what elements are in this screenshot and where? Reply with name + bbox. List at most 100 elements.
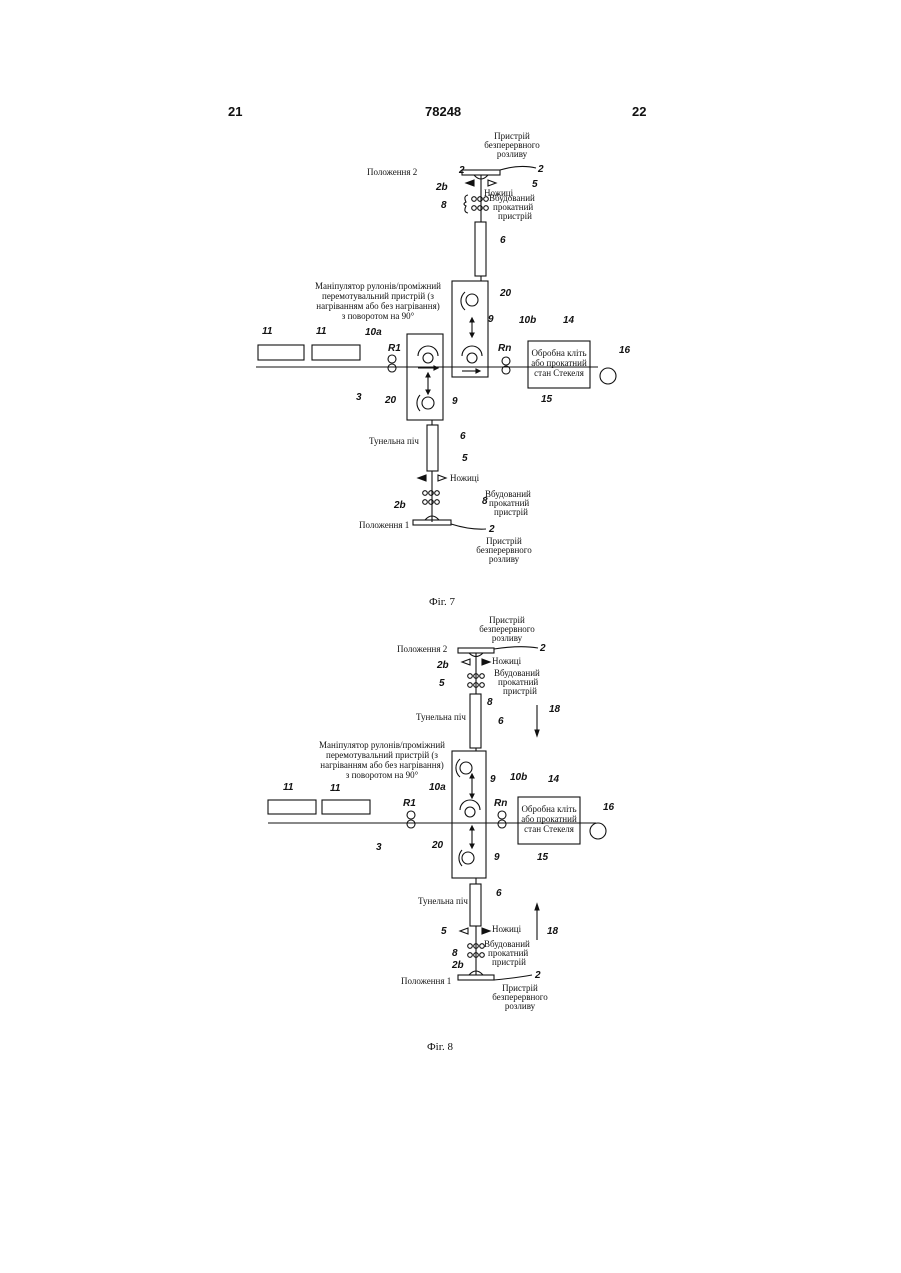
arrow-1-down — [470, 794, 474, 798]
coil-store-2 — [322, 800, 370, 814]
ref-2b: 2b — [435, 182, 448, 193]
ref-Rn: Rn — [494, 798, 507, 809]
position-1-label: Положення 1 — [401, 976, 451, 986]
rolling-bottom-label-3: пристрій — [492, 957, 526, 967]
arrow-2-down — [470, 844, 474, 848]
manipulator-label-2: перемотувальний пристрій (з — [326, 750, 438, 760]
position-2-label: Положення 2 — [397, 644, 447, 654]
coil-upper-2 — [467, 353, 477, 363]
brace-8 — [464, 195, 468, 213]
roll-Rn-bottom — [498, 820, 506, 828]
finishing-label-2: або прокатний — [521, 814, 577, 824]
ref-11b: 11 — [330, 783, 341, 794]
coil-lower-1 — [423, 353, 433, 363]
position-1-label: Положення 1 — [359, 520, 409, 530]
ref-5: 5 — [439, 678, 445, 689]
shear-right-bottom — [482, 928, 490, 934]
finishing-label-3: стан Стекеля — [524, 824, 574, 834]
ref-11b: 11 — [316, 326, 327, 337]
coil-upper-1 — [466, 294, 478, 306]
ref-8: 8 — [441, 200, 447, 211]
shear-left-bottom — [460, 928, 468, 934]
roll-R1-bottom — [388, 364, 396, 372]
casting-top-label-3: розливу — [492, 633, 523, 643]
ref-3: 3 — [376, 842, 382, 853]
tunnel-top-label: Тунельна піч — [416, 712, 466, 722]
ref-14: 14 — [563, 315, 575, 326]
ref-11a: 11 — [262, 326, 273, 337]
ref-15: 15 — [541, 394, 553, 405]
shear-right-bottom — [438, 475, 446, 481]
ref-R1: R1 — [388, 343, 401, 354]
ref-8: 8 — [487, 697, 493, 708]
figure-7-caption: Фіг. 7 — [429, 596, 456, 608]
coil-store-2 — [312, 345, 360, 360]
coil-lower-2-arc — [417, 395, 420, 411]
ref-20b: 20 — [384, 395, 397, 406]
ref-20: 20 — [499, 288, 512, 299]
ref-18b: 18 — [547, 926, 559, 937]
caster-top-mould — [458, 648, 494, 653]
finishing-label-3: стан Стекеля — [534, 368, 584, 378]
manipulator-label-3: нагріванням або без нагрівання) — [320, 760, 443, 770]
tunnel-furnace-label: Тунельна піч — [369, 436, 419, 446]
rolling-top-label-3: пристрій — [498, 211, 532, 221]
finishing-label-1: Обробна кліть — [531, 348, 586, 358]
coil-upper-1-arc — [461, 292, 465, 310]
ref-10b: 10b — [519, 315, 536, 326]
shear-left-top — [466, 180, 474, 186]
ref-9b: 9 — [494, 852, 500, 863]
leader-2-bottom — [494, 975, 532, 980]
roll-R1-bottom — [407, 820, 415, 828]
shear-left-top — [462, 659, 470, 665]
arrow-lower-down — [426, 390, 430, 394]
ref-5: 5 — [532, 179, 538, 190]
coil-store-1 — [258, 345, 304, 360]
coil-lower-1-arc — [418, 346, 438, 356]
ref-2b: 2b — [436, 660, 449, 671]
ref-2-bottom: 2 — [488, 524, 495, 535]
shear-right-top — [488, 180, 496, 186]
leader-2 — [500, 166, 536, 170]
finishing-label-1: Обробна кліть — [521, 804, 576, 814]
ref-20: 20 — [431, 840, 444, 851]
ref-5b: 5 — [441, 926, 447, 937]
manipulator-label-4: з поворотом на 90° — [346, 770, 419, 780]
ref-11a: 11 — [283, 782, 294, 793]
coil-store-1 — [268, 800, 316, 814]
ref-16: 16 — [619, 345, 631, 356]
rolling-stands-bottom — [423, 491, 440, 505]
caster-top-mould — [462, 170, 500, 175]
arrow-2-up — [470, 826, 474, 830]
arrow-head-up — [470, 318, 474, 322]
ref-8b: 8 — [452, 948, 458, 959]
casting-bottom-label-3: розливу — [505, 1001, 536, 1011]
manipulator-label-1: Маніпулятор рулонів/проміжний — [319, 740, 445, 750]
ref-18a: 18 — [549, 704, 561, 715]
shear-right-top — [482, 659, 490, 665]
coil-box — [452, 751, 486, 878]
figure-7: Пристрій безперервного розливу Положення… — [256, 131, 631, 608]
figure-8-caption: Фіг. 8 — [427, 1041, 454, 1053]
shears-top-label: Ножиці — [492, 656, 522, 666]
ref-6: 6 — [498, 716, 504, 727]
ref-6b: 6 — [496, 888, 502, 899]
roll-Rn-top — [502, 357, 510, 365]
casting-bottom-label-3: розливу — [489, 554, 520, 564]
coil-upper-2-arc — [462, 346, 482, 356]
ref-2-left: 2 — [458, 165, 465, 176]
finishing-label-2: або прокатний — [531, 358, 587, 368]
coiler — [600, 368, 616, 384]
shear-left-bottom — [418, 475, 426, 481]
ref-9b: 9 — [452, 396, 458, 407]
shears-bottom-label: Ножиці — [450, 473, 480, 483]
arrow-lower-up — [426, 373, 430, 377]
coiler — [590, 823, 606, 839]
ref-16: 16 — [603, 802, 615, 813]
tunnel-bottom-label: Тунельна піч — [418, 896, 468, 906]
tunnel-furnace-bottom — [427, 425, 438, 471]
coil-3 — [462, 852, 474, 864]
manipulator-label-4: з поворотом на 90° — [342, 311, 415, 321]
ref-10a: 10a — [429, 782, 446, 793]
